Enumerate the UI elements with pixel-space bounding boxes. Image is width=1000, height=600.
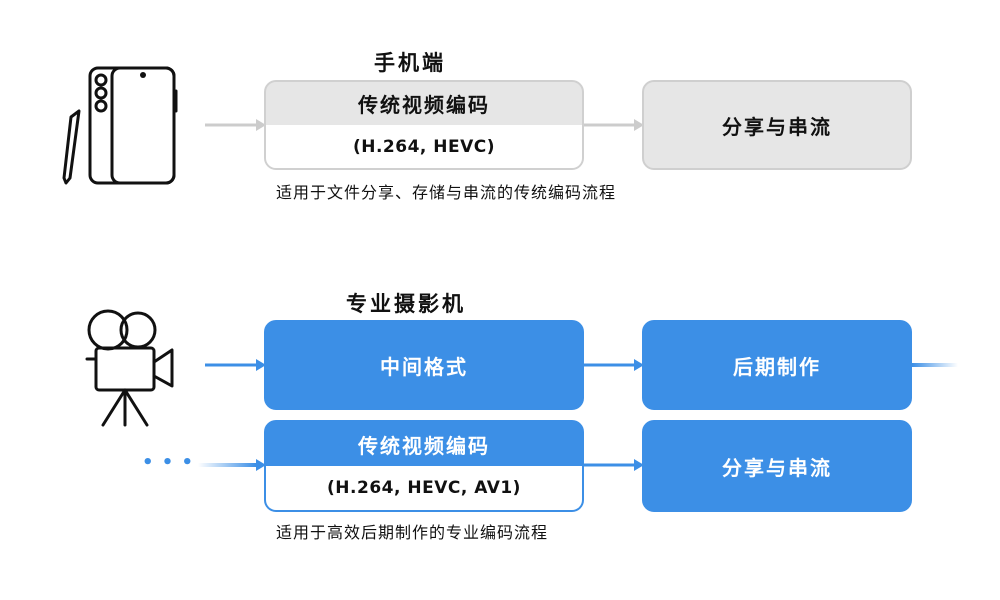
pro-intermediate-box: 中间格式 [264, 320, 584, 410]
phone-section-caption: 适用于文件分享、存储与串流的传统编码流程 [276, 183, 617, 202]
pro-arrow-out [912, 363, 958, 367]
phone-arrow-in [205, 119, 266, 131]
pro-arrow-in-2 [198, 459, 266, 471]
pro-encode-box: 传统视频编码 (H.264, HEVC, AV1) [264, 420, 584, 512]
phone-encode-box: 传统视频编码 (H.264, HEVC) [264, 80, 584, 170]
phone-share-box: 分享与串流 [642, 80, 912, 170]
phone-arrow-mid [583, 119, 644, 131]
pro-encode-title: 传统视频编码 [358, 433, 490, 458]
pro-arrow-mid-2 [583, 459, 644, 471]
phone-encode-codecs: (H.264, HEVC) [266, 125, 582, 168]
phone-encode-title: 传统视频编码 [358, 93, 490, 117]
ellipsis-icon: • • • [142, 452, 195, 473]
pro-arrow-in [205, 359, 266, 371]
pro-post-production-box: 后期制作 [642, 320, 912, 410]
foldable-phone-with-stylus-icon [62, 66, 178, 185]
phone-section-title: 手机端 [374, 51, 446, 75]
pro-encode-codecs: (H.264, HEVC, AV1) [266, 466, 582, 510]
movie-camera-on-tripod-icon [85, 309, 174, 427]
pro-section-title: 专业摄影机 [346, 292, 466, 316]
pro-section-caption: 适用于高效后期制作的专业编码流程 [276, 523, 549, 542]
pro-arrow-mid [583, 359, 644, 371]
pro-share-box: 分享与串流 [642, 420, 912, 512]
